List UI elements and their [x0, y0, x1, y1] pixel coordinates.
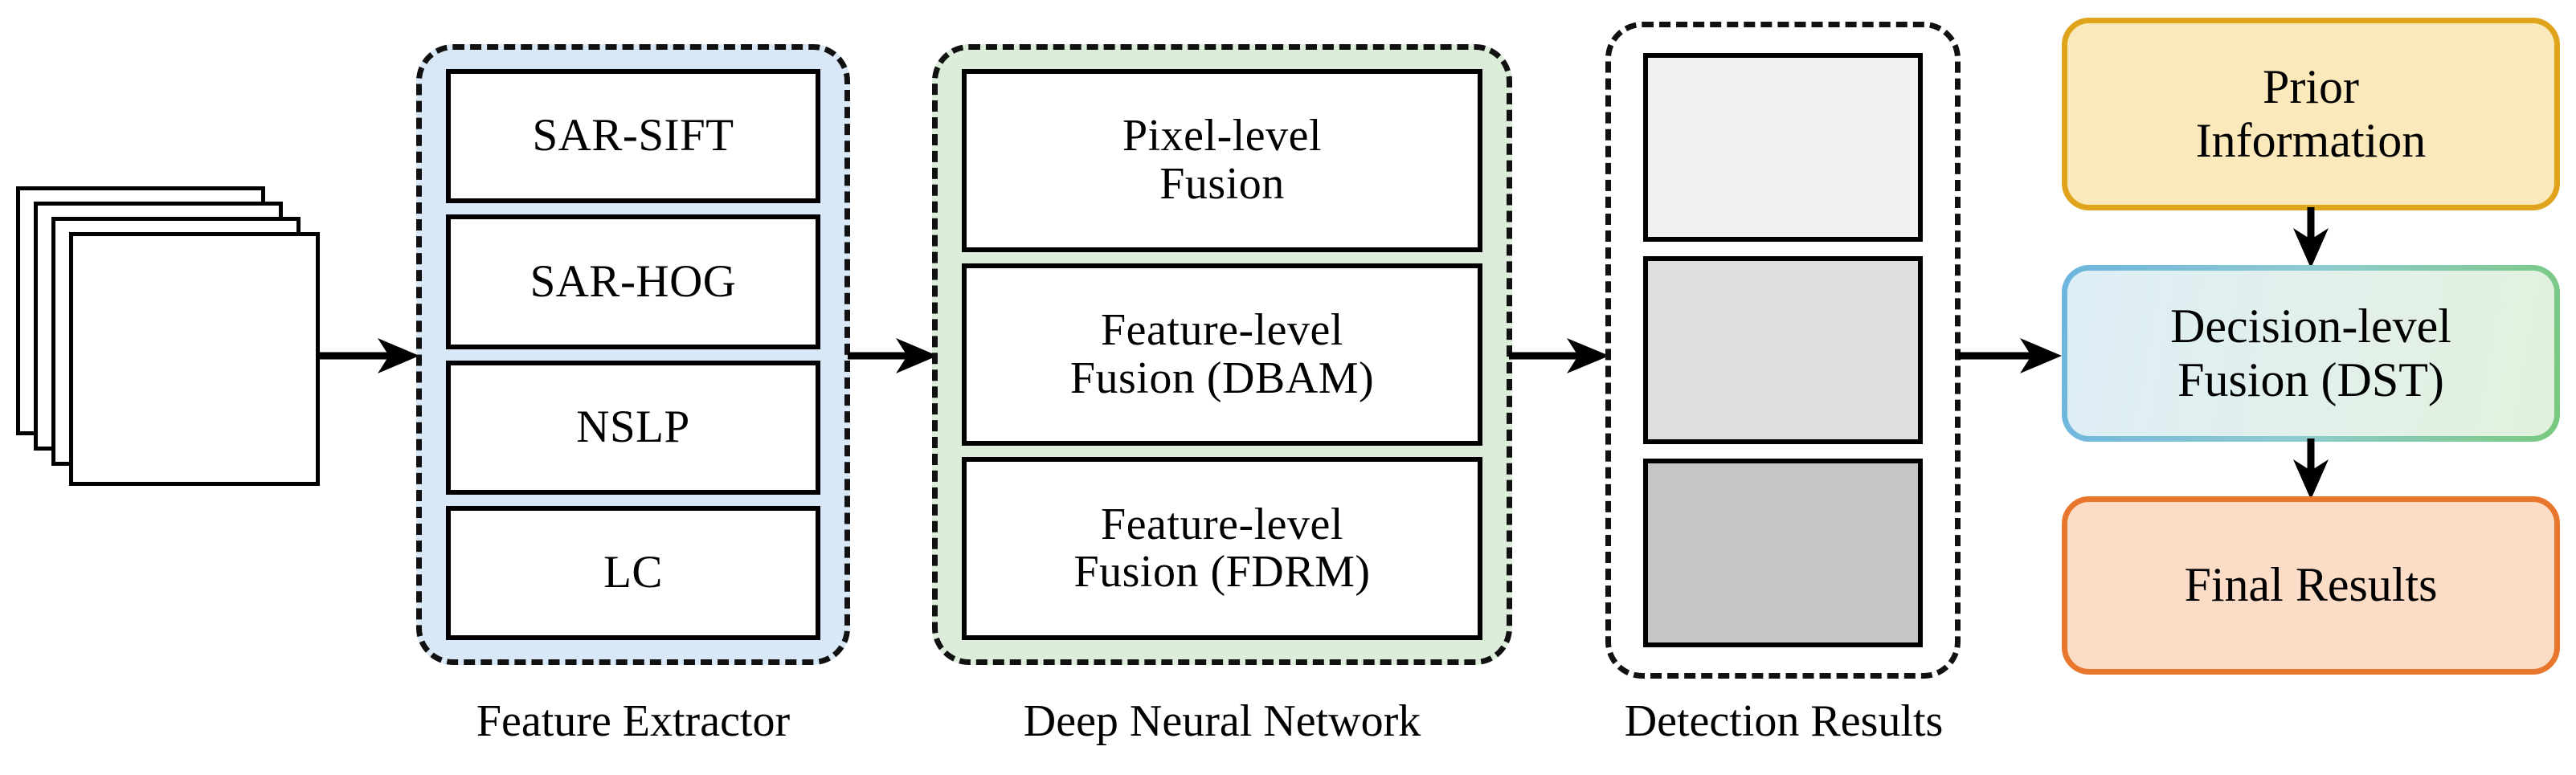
dnn-item-line1: Feature-level — [1101, 305, 1343, 356]
dnn-item-line2: Fusion (DBAM) — [1069, 353, 1375, 403]
prior-information-line1: Prior — [2263, 59, 2359, 113]
caption-feature-extractor: Feature Extractor — [476, 696, 791, 746]
dnn-item-line1: Pixel-level — [1122, 111, 1323, 161]
stage-detection-results — [1605, 22, 1961, 679]
detection-results-swatches — [1611, 27, 1955, 673]
caption-detection-results: Detection Results — [1624, 696, 1944, 746]
dnn-item-pixel-level-fusion[interactable]: Pixel-level Fusion — [962, 69, 1482, 252]
prior-information-line2: Information — [2195, 114, 2427, 167]
final-results-label: Final Results — [2184, 558, 2438, 612]
dnn-item-feature-level-fusion-fdrm[interactable]: Feature-level Fusion (FDRM) — [962, 457, 1482, 641]
decision-level-fusion-box[interactable]: Decision-level Fusion (DST) — [2062, 265, 2560, 442]
decision-level-fusion-line1: Decision-level — [2170, 299, 2451, 353]
dnn-items: Pixel-level Fusion Feature-level Fusion … — [938, 50, 1507, 659]
feature-extractor-items: SAR-SIFT SAR-HOG NSLP LC — [422, 50, 844, 659]
stage-feature-extractor: SAR-SIFT SAR-HOG NSLP LC — [416, 44, 850, 665]
feature-item-lc[interactable]: LC — [446, 505, 820, 640]
detection-swatch-dark[interactable] — [1643, 459, 1923, 648]
feature-item-sar-hog[interactable]: SAR-HOG — [446, 214, 820, 349]
arrow-dnn-to-detection-results — [1509, 338, 1609, 373]
feature-item-sar-sift[interactable]: SAR-SIFT — [446, 69, 820, 204]
arrow-feature-extractor-to-dnn — [848, 338, 938, 373]
arrow-input-to-feature-extractor — [318, 338, 419, 373]
input-image-sheet — [69, 232, 320, 486]
dnn-item-line2: Fusion — [1159, 158, 1285, 209]
arrow-prior-to-decision-fusion — [2293, 207, 2329, 268]
feature-item-nslp[interactable]: NSLP — [446, 360, 820, 495]
detection-swatch-medium[interactable] — [1643, 255, 1923, 445]
detection-swatch-light[interactable] — [1643, 53, 1923, 242]
dnn-item-feature-level-fusion-dbam[interactable]: Feature-level Fusion (DBAM) — [962, 263, 1482, 447]
prior-information-box[interactable]: Prior Information — [2062, 18, 2560, 210]
arrow-detection-results-to-decision-fusion — [1959, 338, 2062, 373]
caption-deep-neural-network: Deep Neural Network — [1023, 696, 1421, 746]
arrow-decision-fusion-to-final-results — [2293, 438, 2329, 500]
final-results-box[interactable]: Final Results — [2062, 496, 2560, 675]
decision-level-fusion-line2: Fusion (DST) — [2177, 353, 2444, 406]
stage-deep-neural-network: Pixel-level Fusion Feature-level Fusion … — [932, 44, 1512, 665]
dnn-item-line1: Feature-level — [1101, 499, 1343, 549]
dnn-item-line2: Fusion (FDRM) — [1073, 547, 1371, 598]
